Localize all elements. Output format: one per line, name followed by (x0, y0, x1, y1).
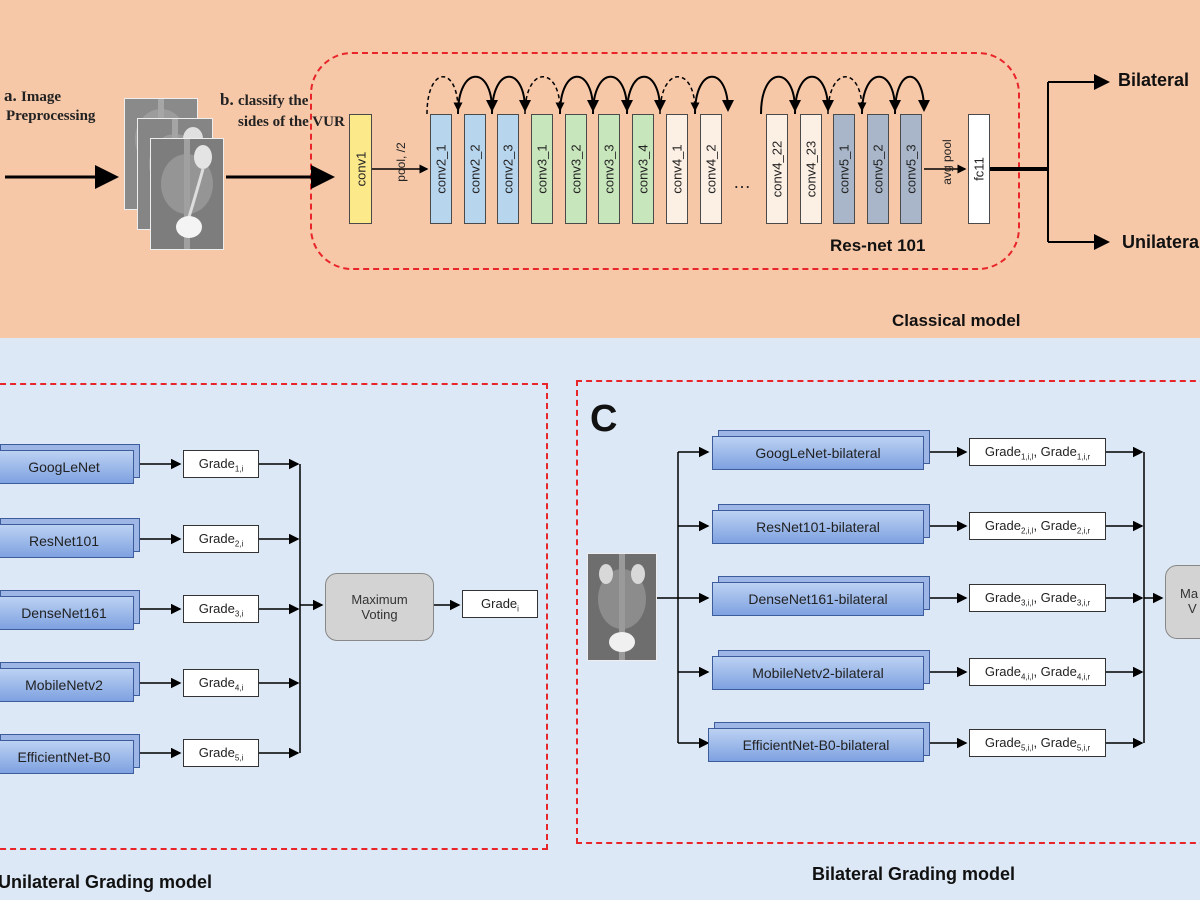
step-a-text: Preprocessing (6, 108, 96, 124)
layer-conv5-3: conv5_3 (900, 114, 922, 224)
layer-conv2-1: conv2_1 (430, 114, 452, 224)
maximum-voting-box: Maximum Voting (325, 573, 434, 641)
layer-conv2-3: conv2_3 (497, 114, 519, 224)
bilateral-maximum-voting-box: Ma V (1165, 565, 1200, 639)
grade-box-5: Grade5,i (183, 739, 259, 767)
net-densenet161: DenseNet161 (0, 596, 134, 630)
net-resnet101-bilateral: ResNet101-bilateral (712, 510, 924, 544)
bilateral-title: Bilateral Grading model (812, 864, 1016, 884)
net-googlenet-bilateral: GoogLeNet-bilateral (712, 436, 924, 470)
layer-conv5-2: conv5_2 (867, 114, 889, 224)
top-connections (5, 74, 1110, 250)
layer-conv5-1: conv5_1 (833, 114, 855, 224)
output-unilateral: Unilateral (1122, 232, 1200, 252)
panel-letter-c: C (590, 398, 618, 440)
layers-ellipsis: … (733, 172, 751, 192)
resnet-container (310, 52, 1020, 270)
bilateral-xray-image (587, 553, 657, 661)
bilateral-grade-box-1: Grade1,i,l, Grade1,i,r (969, 438, 1106, 466)
grade-box-4: Grade4,i (183, 669, 259, 697)
bilateral-grade-box-4: Grade4,i,l, Grade4,i,r (969, 658, 1106, 686)
layer-conv3-1: conv3_1 (531, 114, 553, 224)
net-googlenet: GoogLeNet (0, 450, 134, 484)
xray-image-front (150, 138, 224, 250)
grade-box-1: Grade1,i (183, 450, 259, 478)
grade-box-2: Grade2,i (183, 525, 259, 553)
layer-conv4-22: conv4_22 (766, 114, 788, 224)
bilateral-grade-box-2: Grade2,i,l, Grade2,i,r (969, 512, 1106, 540)
final-grade-box: Gradei (462, 590, 538, 618)
classical-model-label: Classical model (892, 311, 1021, 330)
layer-conv4-1: conv4_1 (666, 114, 688, 224)
bilateral-grade-box-3: Grade3,i,l, Grade3,i,r (969, 584, 1106, 612)
net-mobilenetv2-bilateral: MobileNetv2-bilateral (712, 656, 924, 690)
net-mobilenetv2: MobileNetv2 (0, 668, 134, 702)
layer-conv4-2: conv4_2 (700, 114, 722, 224)
net-efficientnet-b0: EfficientNet-B0 (0, 740, 134, 774)
bilateral-container (576, 380, 1200, 844)
output-bilateral: Bilateral (1118, 70, 1190, 90)
step-a-letter: a. Image (4, 86, 61, 105)
layer-fc11: fc11 (968, 114, 990, 224)
net-densenet161-bilateral: DenseNet161-bilateral (712, 582, 924, 616)
layer-conv1: conv1 (349, 114, 372, 224)
unilateral-container (0, 383, 548, 850)
grade-box-3: Grade3,i (183, 595, 259, 623)
step-b-letter: b. classify the (220, 90, 309, 109)
layer-conv3-3: conv3_3 (598, 114, 620, 224)
layer-conv2-2: conv2_2 (464, 114, 486, 224)
resnet-label: Res-net 101 (830, 236, 926, 255)
net-resnet101: ResNet101 (0, 524, 134, 558)
layer-conv4-23: conv4_23 (800, 114, 822, 224)
layer-conv3-2: conv3_2 (565, 114, 587, 224)
step-b-text: sides of the VUR (238, 114, 345, 130)
net-efficientnet-b0-bilateral: EfficientNet-B0-bilateral (708, 728, 924, 762)
bilateral-grade-box-5: Grade5,i,l, Grade5,i,r (969, 729, 1106, 757)
unilateral-title: Unilateral Grading model (0, 872, 213, 892)
layer-conv3-4: conv3_4 (632, 114, 654, 224)
